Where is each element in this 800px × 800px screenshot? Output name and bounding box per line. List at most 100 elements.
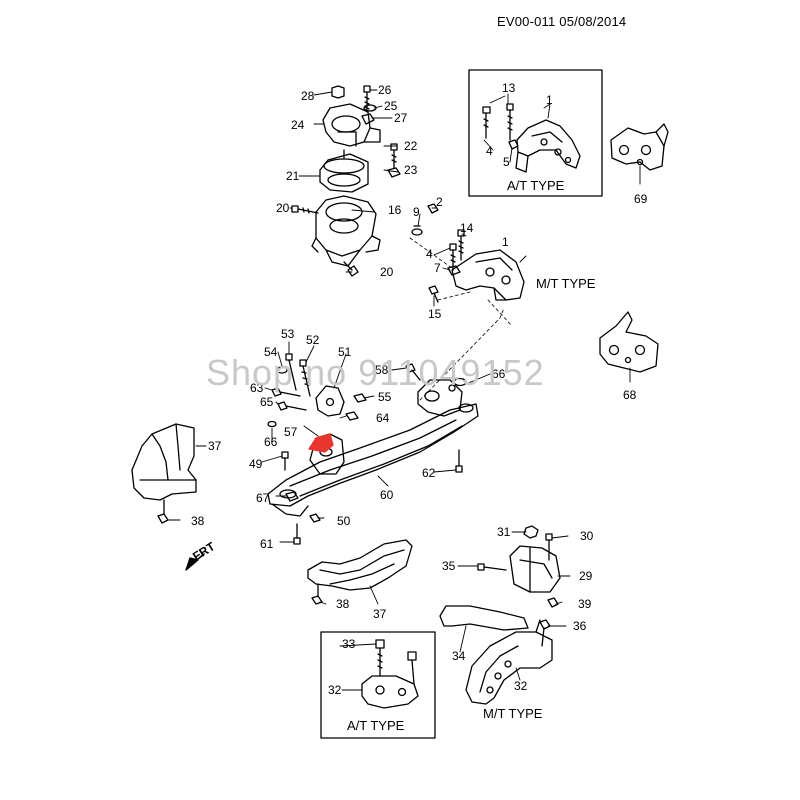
nut-23 — [387, 167, 401, 178]
callout-37-left: 37 — [208, 439, 222, 453]
callout-66: 66 — [264, 435, 278, 449]
callout-57: 57 — [284, 425, 298, 439]
shield-37-left — [131, 423, 197, 501]
callout-21: 21 — [286, 169, 300, 183]
bolt-58 — [405, 363, 421, 381]
type-captions: A/T TYPE M/T TYPE A/T TYPE M/T TYPE — [347, 178, 596, 733]
washer-54 — [276, 366, 288, 374]
at-nut-5 — [508, 139, 519, 150]
callout-58: 58 — [375, 363, 389, 377]
callout-9: 9 — [413, 205, 420, 219]
crossmember-60 — [267, 403, 479, 517]
callout-22: 22 — [404, 139, 418, 153]
callout-27: 27 — [394, 111, 408, 125]
callout-50: 50 — [337, 514, 351, 528]
callout-49: 49 — [249, 457, 263, 471]
callout-37-center: 37 — [373, 607, 387, 621]
caption-mt-type-bottom: M/T TYPE — [483, 706, 543, 721]
callout-32-at: 32 — [328, 683, 342, 697]
washer-59 — [453, 377, 467, 387]
callout-labels: 28 26 25 27 24 22 23 21 20 16 20 2 9 14 … — [191, 81, 648, 697]
at-type-inset-frame-lower — [320, 631, 436, 739]
callout-7: 7 — [434, 261, 441, 275]
rear-mount-60-right — [417, 379, 463, 417]
bracket-69 — [610, 123, 669, 171]
bolt-14 — [457, 229, 465, 261]
callout-25: 25 — [384, 99, 398, 113]
callout-39: 39 — [578, 597, 592, 611]
callout-61: 61 — [260, 537, 274, 551]
bolt-20-lower — [343, 261, 359, 277]
bolt-61 — [293, 523, 301, 545]
bracket-34 — [439, 605, 529, 631]
nut-27 — [361, 113, 375, 125]
bolt-30 — [545, 533, 553, 561]
callout-4-at: 4 — [486, 144, 493, 158]
bolt-50 — [309, 513, 321, 523]
at-bolt-13 — [506, 103, 514, 141]
callout-2: 2 — [436, 195, 443, 209]
callout-65: 65 — [260, 395, 274, 409]
insulator-21 — [319, 149, 369, 193]
bolt-63 — [271, 387, 301, 397]
callout-54: 54 — [264, 345, 278, 359]
callout-63: 63 — [250, 381, 264, 395]
mt-bracket-1 — [451, 249, 525, 301]
callout-14: 14 — [460, 221, 474, 235]
bolt-15 — [428, 285, 439, 303]
callout-60: 60 — [380, 488, 394, 502]
bolt-38-center — [311, 583, 323, 605]
washer-2 — [427, 203, 439, 214]
callout-13: 13 — [502, 81, 516, 95]
bolt-53 — [285, 353, 297, 391]
callout-29: 29 — [579, 569, 593, 583]
callout-4-mt: 4 — [426, 247, 433, 261]
caption-at-type-bottom: A/T TYPE — [347, 718, 405, 733]
callout-15: 15 — [428, 307, 442, 321]
callout-31: 31 — [497, 525, 511, 539]
callout-20-upper: 20 — [276, 201, 290, 215]
callout-16: 16 — [388, 203, 402, 217]
caption-at-type-top: A/T TYPE — [507, 178, 565, 193]
caption-mt-type-top: M/T TYPE — [536, 276, 596, 291]
callout-20-lower: 20 — [380, 265, 394, 279]
at-type-inset-frame — [468, 69, 603, 197]
callout-52: 52 — [306, 333, 320, 347]
leader-lines — [167, 89, 641, 691]
mount-bracket-16 — [311, 195, 381, 267]
nut-7 — [447, 265, 461, 276]
front-label: FRT — [190, 539, 218, 564]
callout-51: 51 — [338, 345, 352, 359]
callout-56: 66 — [492, 367, 506, 381]
callout-38-left: 38 — [191, 514, 205, 528]
bolt-22 — [390, 143, 398, 169]
nut-31 — [523, 525, 539, 539]
bracket-68 — [599, 311, 659, 373]
bolt-52 — [299, 359, 311, 397]
callout-32-mt: 32 — [514, 679, 528, 693]
callout-53: 53 — [281, 327, 295, 341]
bolt-33 — [375, 639, 385, 677]
callout-28: 28 — [301, 89, 315, 103]
bolt-49 — [281, 451, 289, 471]
bolt-36 — [539, 619, 551, 647]
callout-23: 23 — [404, 163, 418, 177]
washer-66 — [267, 420, 277, 428]
nut-28 — [331, 85, 345, 99]
callout-24: 24 — [291, 118, 305, 132]
mount-29 — [509, 545, 561, 593]
washer-9 — [411, 225, 423, 236]
bolt-62 — [455, 449, 463, 473]
callout-35: 35 — [442, 559, 456, 573]
mount-bracket-24 — [322, 103, 381, 147]
callout-55: 55 — [378, 390, 392, 404]
callout-5: 5 — [503, 155, 510, 169]
bolt-35 — [477, 563, 507, 571]
diagram-code-date: EV00-011 05/08/2014 — [497, 14, 627, 29]
nut-67 — [285, 491, 299, 502]
bolt-38-left — [157, 499, 169, 524]
nut-39 — [547, 597, 559, 608]
callout-36: 36 — [573, 619, 587, 633]
